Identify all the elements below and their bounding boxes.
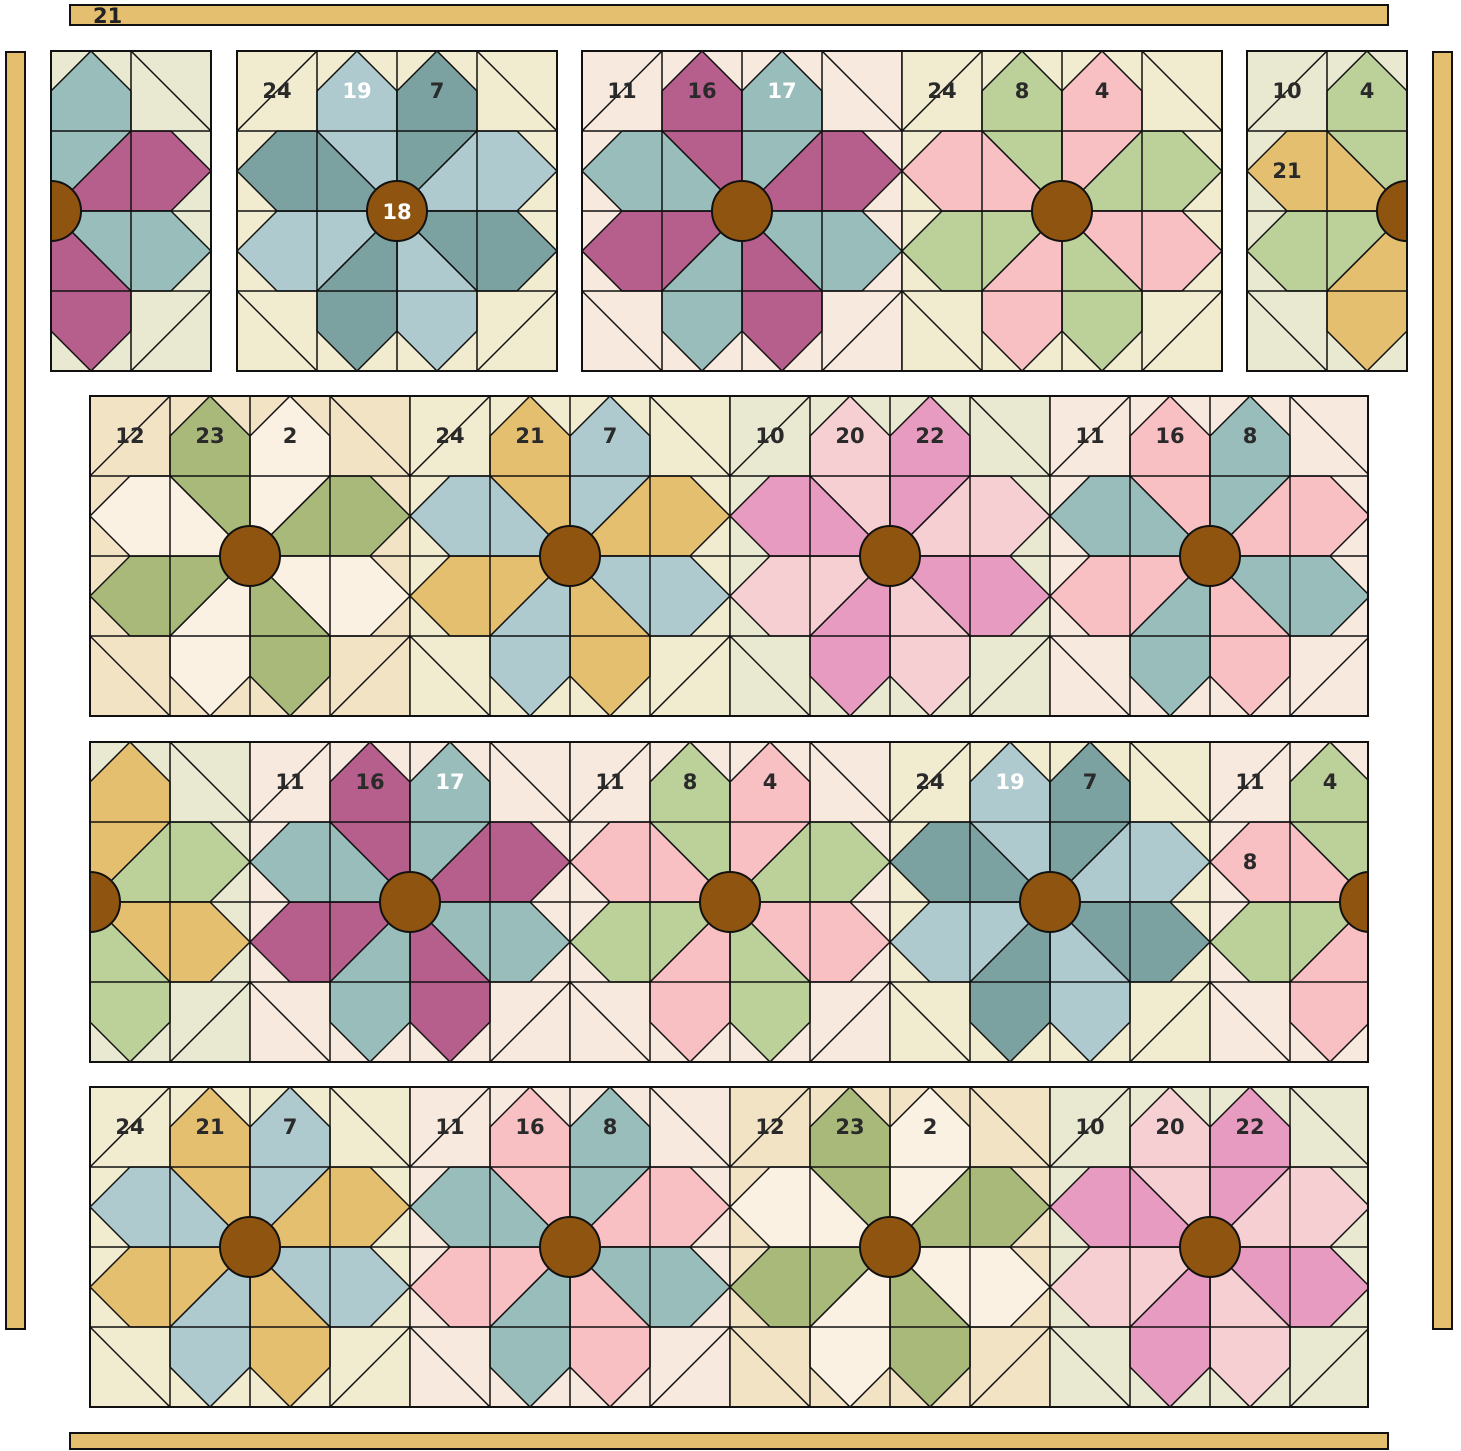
border-top [70,5,1388,25]
fabric-label: 11 [595,770,624,794]
fabric-label: 4 [43,850,58,874]
fabric-label: 10 [755,424,784,448]
fabric-label: 16 [1155,424,1184,448]
border-right [1433,52,1452,1329]
fabric-label: 12 [115,424,144,448]
border-left [6,52,25,1329]
fabric-label: 16 [515,1115,544,1139]
fabric-label: 24 [115,1115,144,1139]
flower-center [860,526,920,586]
row-2: 12 23 2 24 21 7 10 20 22 11 16 8 [90,396,1370,716]
flower-center [1340,872,1400,932]
panel-half-left-plum: 171016 [0,51,211,371]
fabric-label: 24 [927,79,956,103]
fabric-label: 11 [435,1115,464,1139]
flower-center [712,181,772,241]
flower-center [700,872,760,932]
fabric-label: 2 [923,1115,938,1139]
fabric-label: 4 [1323,770,1338,794]
fabric-label: 24 [262,79,291,103]
fabric-label: 7 [430,79,445,103]
flower-center [540,1217,600,1277]
fabric-label: 10 [1075,1115,1104,1139]
fabric-label: 21 [515,424,544,448]
fabric-label: 24 [915,770,944,794]
fabric-label: 24 [435,424,464,448]
fabric-label: 7 [283,1115,298,1139]
fabric-label: 8 [603,1115,618,1139]
fabric-label: 22 [1235,1115,1264,1139]
row-4: 24 21 7 11 16 8 12 23 2 10 20 22 [90,1087,1370,1407]
fabric-label: 20 [1155,1115,1184,1139]
fabric-label: 19 [342,79,371,103]
fabric-label: 2 [283,424,298,448]
fabric-label: 7 [1083,770,1098,794]
fabric-label: 8 [1243,850,1258,874]
fabric-label: 23 [835,1115,864,1139]
fabric-label: 11 [275,770,304,794]
fabric-label: 17 [767,79,796,103]
fabric-label: 21 [1272,159,1301,183]
fabric-label: 4 [763,770,778,794]
panel-plum-pink-flowers: 11 16 17 24 8 4 [582,51,1222,371]
fabric-label: 8 [1015,79,1030,103]
border-bottom [70,1433,1388,1449]
row-1: 171016 18 24 19 7 11 16 17 24 8 4 10 4 21 [0,51,1461,371]
fabric-label: 4 [1095,79,1110,103]
flower-center [1020,872,1080,932]
center-label: 18 [382,200,411,224]
fabric-label: 10 [35,770,64,794]
panel-row-4: 24 21 7 11 16 8 12 23 2 10 20 22 [90,1087,1370,1407]
border-top-label: 21 [93,4,122,28]
flower-center [1180,1217,1240,1277]
fabric-label: 21 [195,1115,224,1139]
panel-row-2: 12 23 2 24 21 7 10 20 22 11 16 8 [90,396,1370,716]
fabric-label: 20 [835,424,864,448]
flower-center [540,526,600,586]
flower-center [1032,181,1092,241]
fabric-label: 10 [1272,79,1301,103]
row-3: 211041116171184241971148 [0,742,1461,1062]
panel-half-right-gold: 10 4 21 [1247,51,1461,371]
fabric-label: 12 [755,1115,784,1139]
fabric-label: 7 [603,424,618,448]
fabric-label: 4 [1360,79,1375,103]
flower-center [1180,526,1240,586]
fabric-label: 19 [995,770,1024,794]
fabric-label: 11 [1075,424,1104,448]
fabric-label: 16 [355,770,384,794]
fabric-label: 8 [683,770,698,794]
fabric-label: 17 [435,770,464,794]
fabric-label: 11 [607,79,636,103]
fabric-label: 8 [1243,424,1258,448]
flower-center [220,526,280,586]
panel-teal-flower: 18 24 19 7 [237,51,557,371]
panel-row-3: 211041116171184241971148 [0,742,1461,1062]
flower-center [380,872,440,932]
quilt-rows: 1710161824197111617248410421122322421710… [0,51,1461,1407]
flower-center [860,1217,920,1277]
fabric-label: 16 [687,79,716,103]
fabric-label: 11 [1235,770,1264,794]
flower-center [220,1217,280,1277]
fabric-label: 23 [195,424,224,448]
fabric-label: 22 [915,424,944,448]
